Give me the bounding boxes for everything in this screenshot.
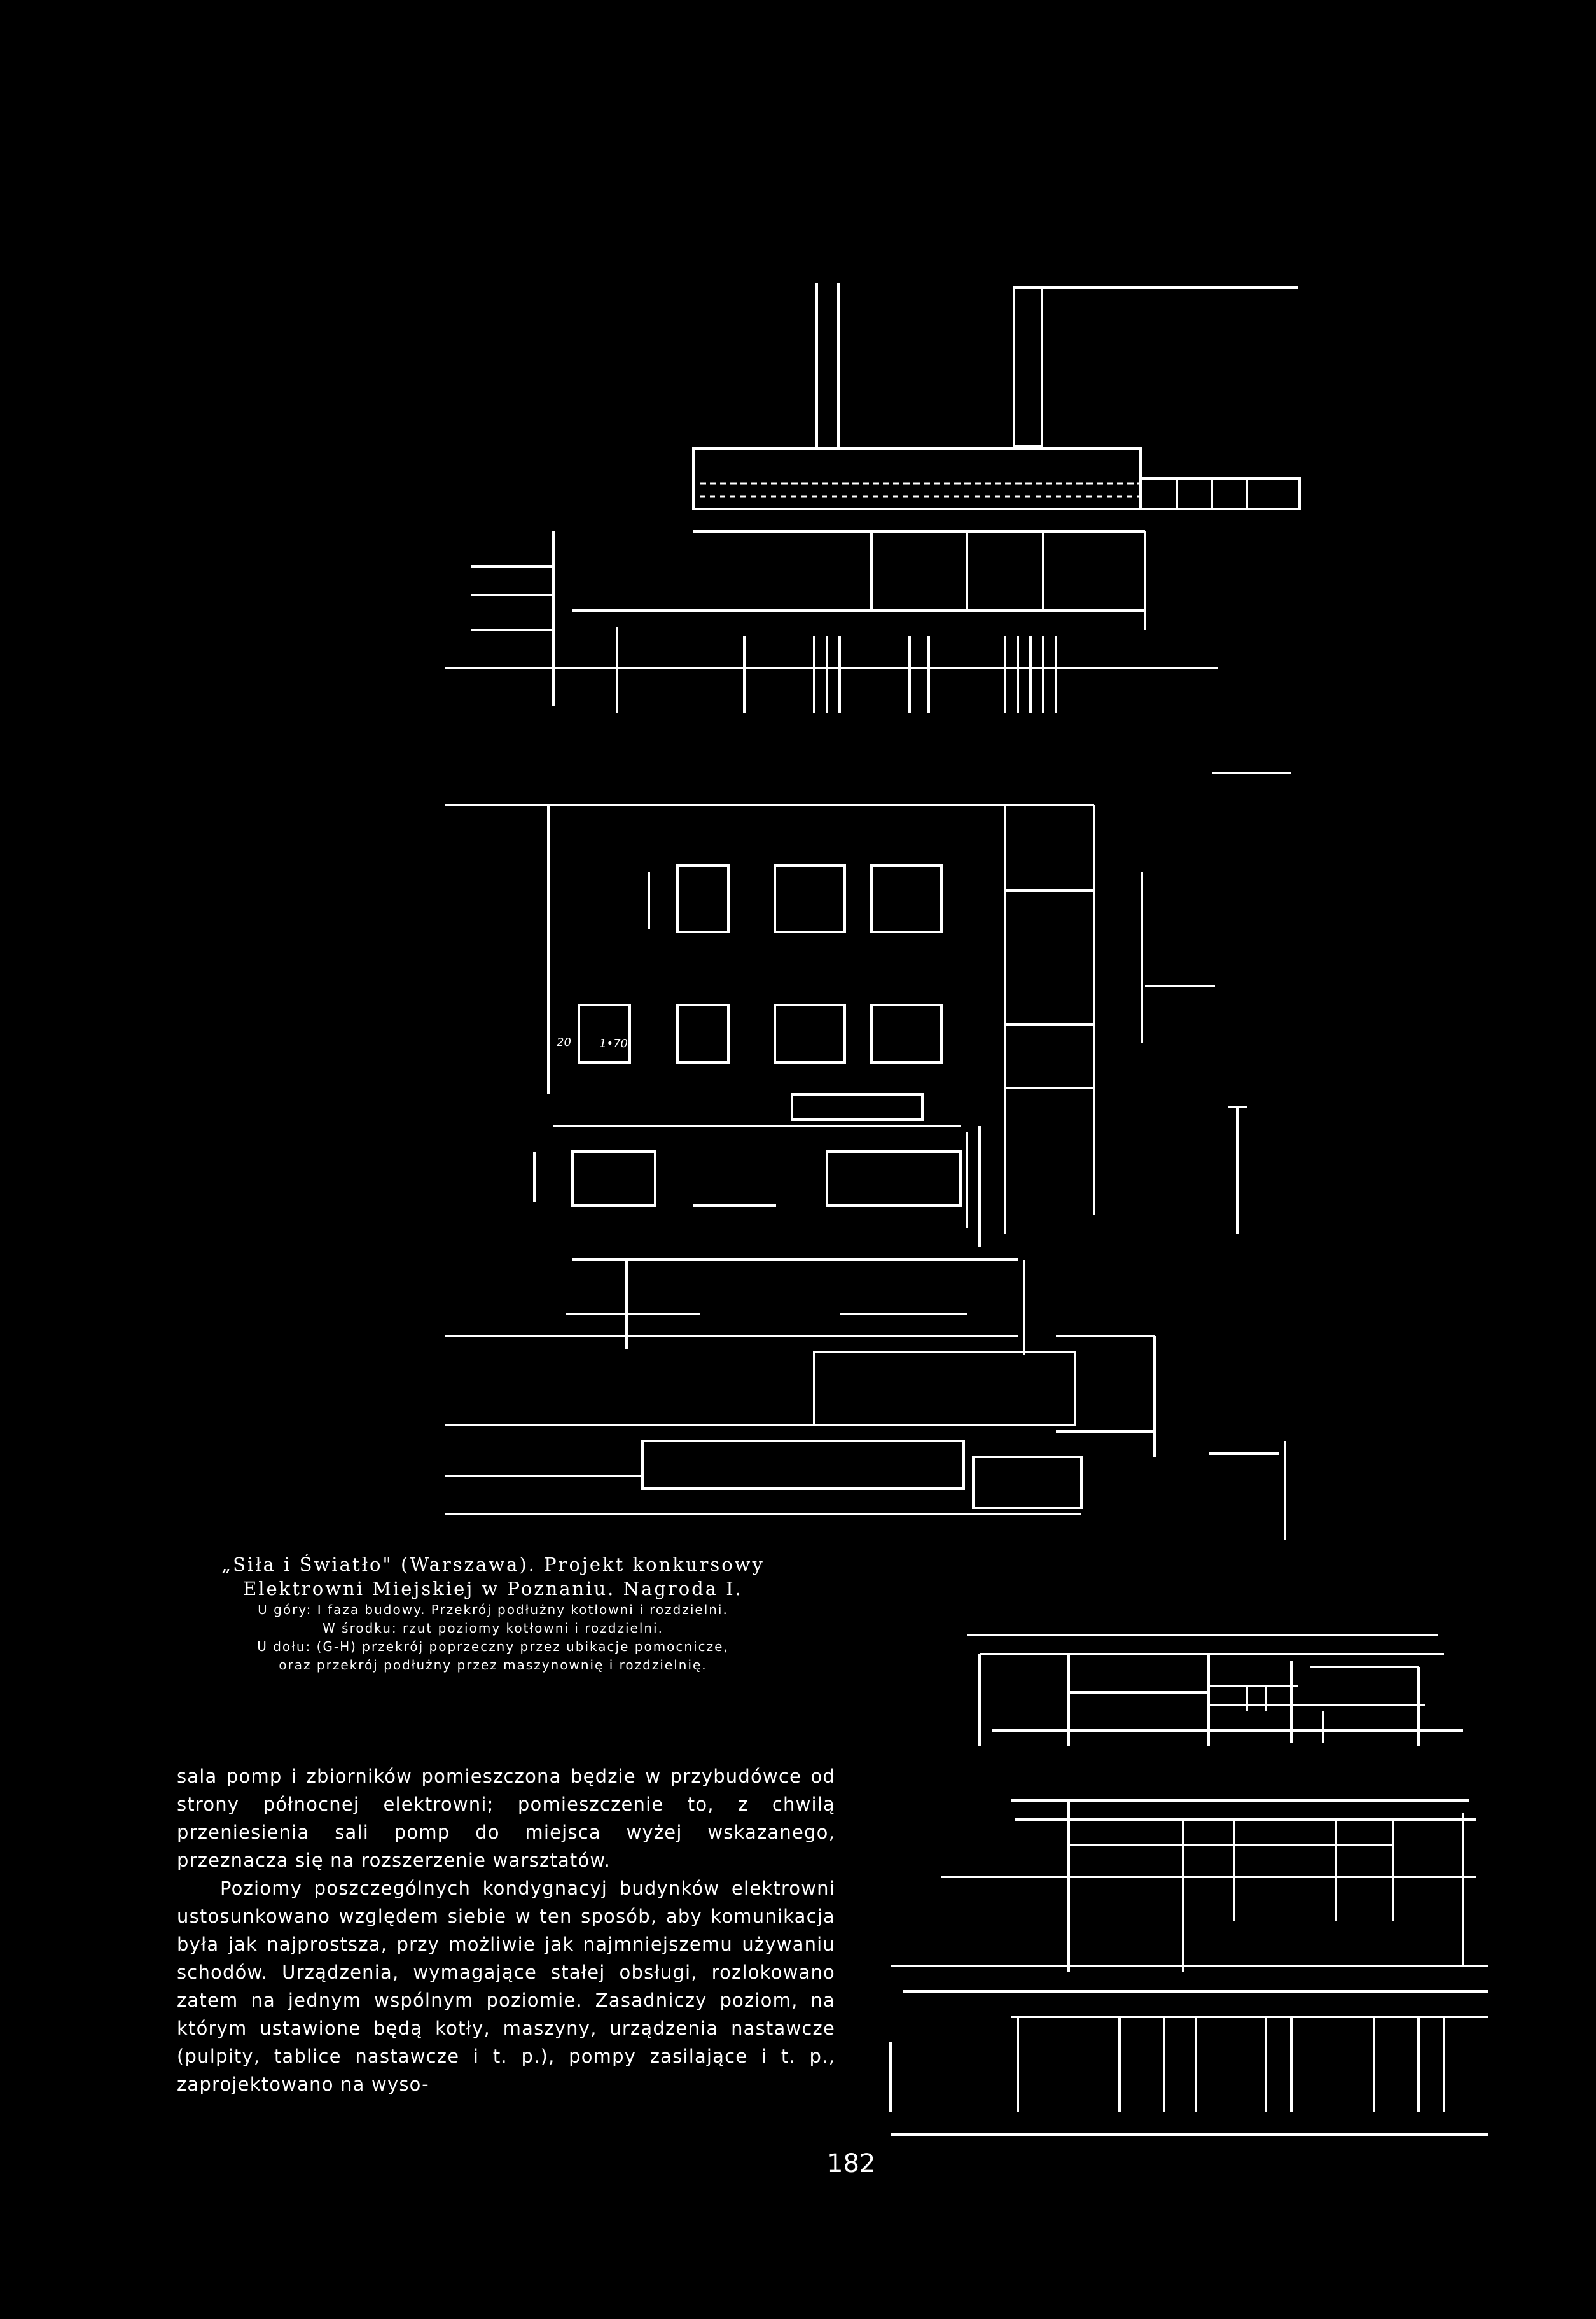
bottom-section-drawing	[889, 1634, 1488, 2136]
body-paragraph: Poziomy poszczególnych kondygnacyj budyn…	[177, 1877, 835, 2095]
caption-line: U dołu: (G-H) przekrój poprzeczny przez …	[257, 1639, 729, 1654]
figure-caption: „Siła i Światło" (Warszawa). Projekt kon…	[191, 1552, 795, 1675]
caption-line: U góry: I faza budowy. Przekrój podłużny…	[258, 1602, 728, 1617]
body-paragraph: sala pomp i zbiorników pomieszczona będz…	[177, 1765, 835, 1871]
caption-line: W środku: rzut poziomy kotłowni i rozdzi…	[323, 1620, 663, 1636]
caption-title: „Siła i Światło" (Warszawa). Projekt kon…	[221, 1554, 765, 1575]
body-text: sala pomp i zbiorników pomieszczona będz…	[177, 1762, 835, 2098]
top-section-drawing	[445, 283, 1301, 713]
plan-label-left: 20	[557, 1036, 571, 1049]
caption-line: oraz przekrój podłużny przez maszynownię…	[279, 1657, 707, 1673]
page-number: 182	[827, 2149, 876, 2178]
caption-subtitle: Elektrowni Miejskiej w Poznaniu. Nagroda…	[243, 1578, 743, 1599]
plan-label-right: 1•70	[599, 1037, 628, 1050]
middle-plan-drawing	[445, 772, 1291, 1540]
